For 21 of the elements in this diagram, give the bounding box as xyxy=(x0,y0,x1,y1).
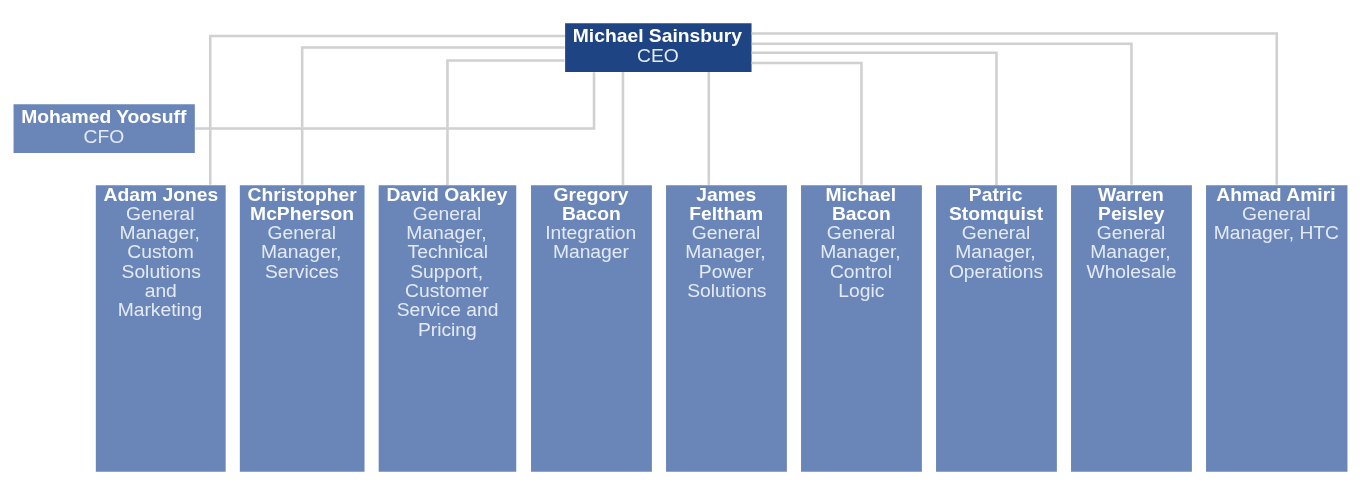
connector xyxy=(300,46,565,185)
node-box: Patric Stomquist General Manager, Operations xyxy=(936,185,1057,472)
connector xyxy=(621,72,625,185)
connector xyxy=(751,61,863,185)
connector xyxy=(208,34,565,185)
connector xyxy=(751,42,1133,185)
node-box: Ahmad Amiri General Manager, HTC xyxy=(1206,185,1348,472)
connector xyxy=(195,72,596,130)
connector xyxy=(751,51,998,185)
connector xyxy=(446,59,565,186)
node-box: Michael Bacon General Manager, Control Logic xyxy=(801,185,922,472)
node-box: Adam Jones General Manager, Custom Solutions and Marketing xyxy=(95,185,226,472)
node-box: Warren Peisley General Manager, Wholesale xyxy=(1071,185,1192,472)
connector xyxy=(707,72,711,185)
node-box: Christopher McPherson General Manager, Services xyxy=(239,185,365,472)
node-box: Gregory Bacon Integration Manager xyxy=(531,185,652,472)
connector xyxy=(751,32,1279,185)
node-box: Michael Sainsbury CEO xyxy=(565,23,752,72)
node-box: James Feltham General Manager, Power Solutions xyxy=(666,185,787,472)
node-box: Mohamed Yoosuff CFO xyxy=(13,104,195,153)
node-box: David Oakley General Manager, Technical Support, Customer Service and Pricing xyxy=(378,185,517,472)
